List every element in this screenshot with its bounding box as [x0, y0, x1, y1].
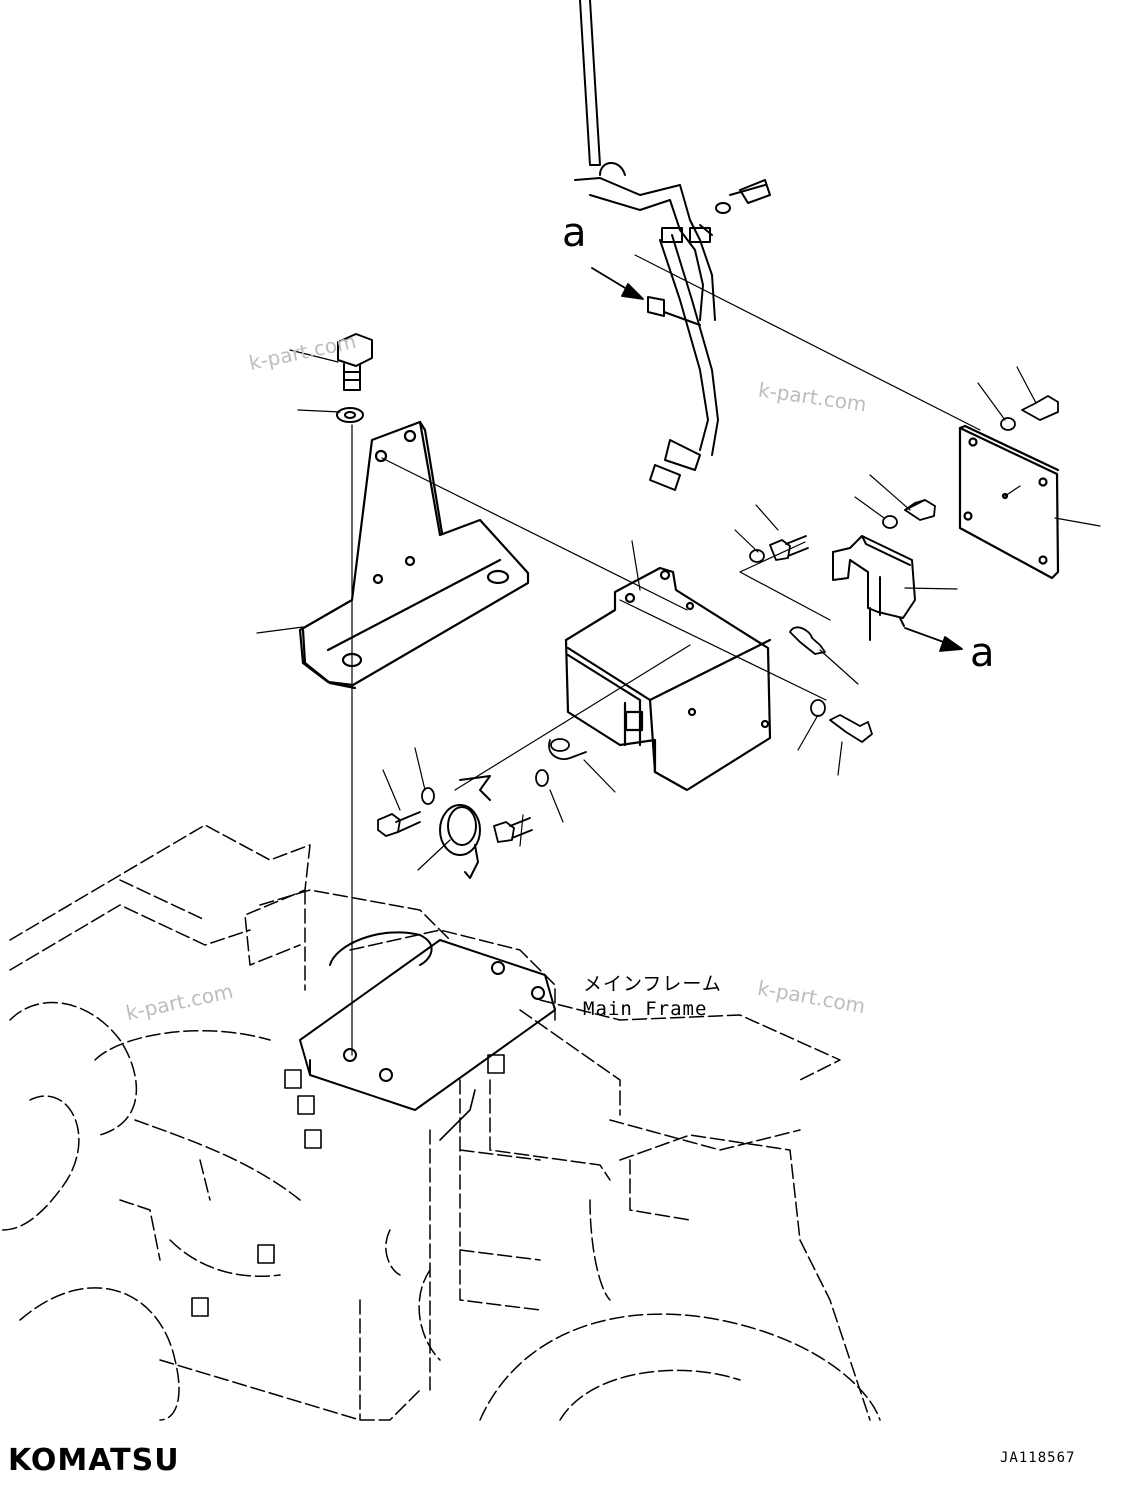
bracket-bolt — [336, 333, 373, 423]
komatsu-logo: KOMATSU — [8, 1443, 180, 1478]
leader-lines — [256, 254, 1101, 1056]
main-frame-outline — [0, 824, 881, 1421]
horn — [439, 775, 491, 879]
arrow-a-top — [591, 267, 644, 300]
main-frame-label-en: Main Frame — [583, 998, 708, 1020]
stay-bracket — [298, 420, 530, 690]
drawing-code: JA118567 — [1000, 1450, 1076, 1466]
frame-clips — [191, 1054, 505, 1317]
horn-relay — [832, 535, 916, 641]
arrow-a-right — [904, 627, 963, 652]
callout-a-right: a — [970, 630, 995, 676]
main-frame-label-jp: メインフレーム — [583, 973, 722, 995]
fasteners — [377, 395, 1059, 843]
horn-cover-box — [564, 566, 772, 792]
main-frame-label: メインフレーム Main Frame — [583, 972, 722, 1022]
wiring-harness — [574, 0, 771, 491]
frame-mounting-plate — [299, 931, 556, 1111]
cover-plate — [958, 424, 1060, 580]
callout-a-top: a — [562, 210, 587, 256]
